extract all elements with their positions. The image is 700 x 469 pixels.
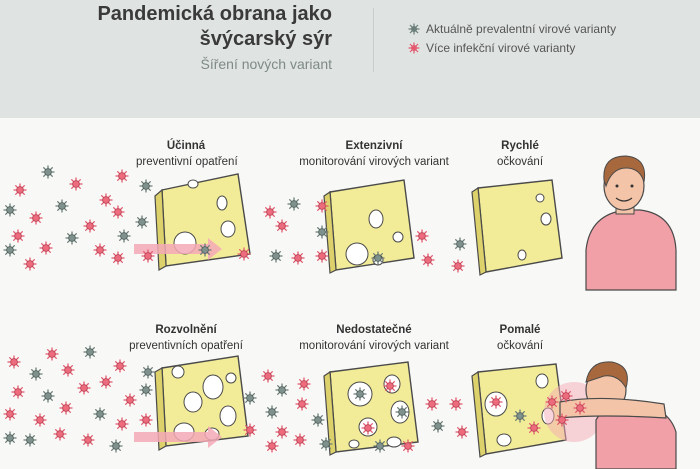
person-healthy: [585, 155, 677, 291]
label-bold: Pomalé: [499, 324, 541, 336]
page-subtitle: Šíření nových variant: [200, 56, 332, 72]
virus-prevalent-icon: [408, 23, 420, 34]
label-text: preventivní opatření: [136, 156, 238, 168]
label-text: očkování: [496, 156, 544, 168]
label-text: monitorování virových variant: [299, 156, 449, 168]
virus-infectious-icon: [408, 42, 420, 53]
page-title: Pandemická obrana jako švýcarský sýr: [97, 2, 332, 52]
label-extensive-monitoring: Extenzivní monitorování virových variant: [286, 138, 462, 170]
legend-item-prevalent: Aktuálně prevalentní virové varianty: [408, 19, 616, 38]
title-line-2: švýcarský sýr: [199, 28, 332, 50]
header-divider: [373, 8, 374, 72]
label-text: očkování: [496, 340, 544, 352]
label-slow-vaccination: Pomalé očkování: [480, 322, 560, 354]
pass-through-arrow-2: [134, 426, 222, 448]
pass-through-arrow-1: [134, 238, 222, 260]
label-bold: Rychlé: [501, 140, 539, 152]
label-text: preventivních opatření: [129, 340, 243, 352]
cheese-slice-prevention-2: [154, 355, 249, 452]
label-insufficient-monitoring: Nedostatečné monitorování virových varia…: [286, 322, 462, 354]
title-line-1: Pandemická obrana jako: [97, 3, 332, 25]
label-fast-vaccination: Rychlé očkování: [480, 138, 560, 170]
header-panel: Pandemická obrana jako švýcarský sýr Šíř…: [0, 0, 700, 118]
cheese-slice-monitoring-1: [323, 179, 415, 274]
cheese-slice-vaccination-1: [471, 179, 563, 276]
label-bold: Účinná: [166, 140, 206, 152]
person-sick: [544, 361, 677, 469]
label-bold: Extenzivní: [345, 140, 403, 152]
legend-item-infectious: Více infekční virové varianty: [408, 38, 616, 57]
legend: Aktuálně prevalentní virové varianty Víc…: [408, 19, 616, 57]
label-bold: Rozvolnění: [155, 324, 217, 336]
cheese-slice-monitoring-2: [323, 361, 419, 456]
label-effective-prevention: Účinná preventivní opatření: [136, 138, 238, 170]
legend-label-prevalent: Aktuálně prevalentní virové varianty: [426, 21, 617, 36]
label-relaxed-prevention: Rozvolnění preventivních opatření: [128, 322, 244, 354]
illustration: [3, 155, 677, 469]
label-text: monitorování virových variant: [299, 340, 449, 352]
cheese-slice-prevention-1: [154, 173, 251, 272]
label-bold: Nedostatečné: [336, 324, 412, 336]
legend-label-infectious: Více infekční virové varianty: [426, 40, 576, 55]
